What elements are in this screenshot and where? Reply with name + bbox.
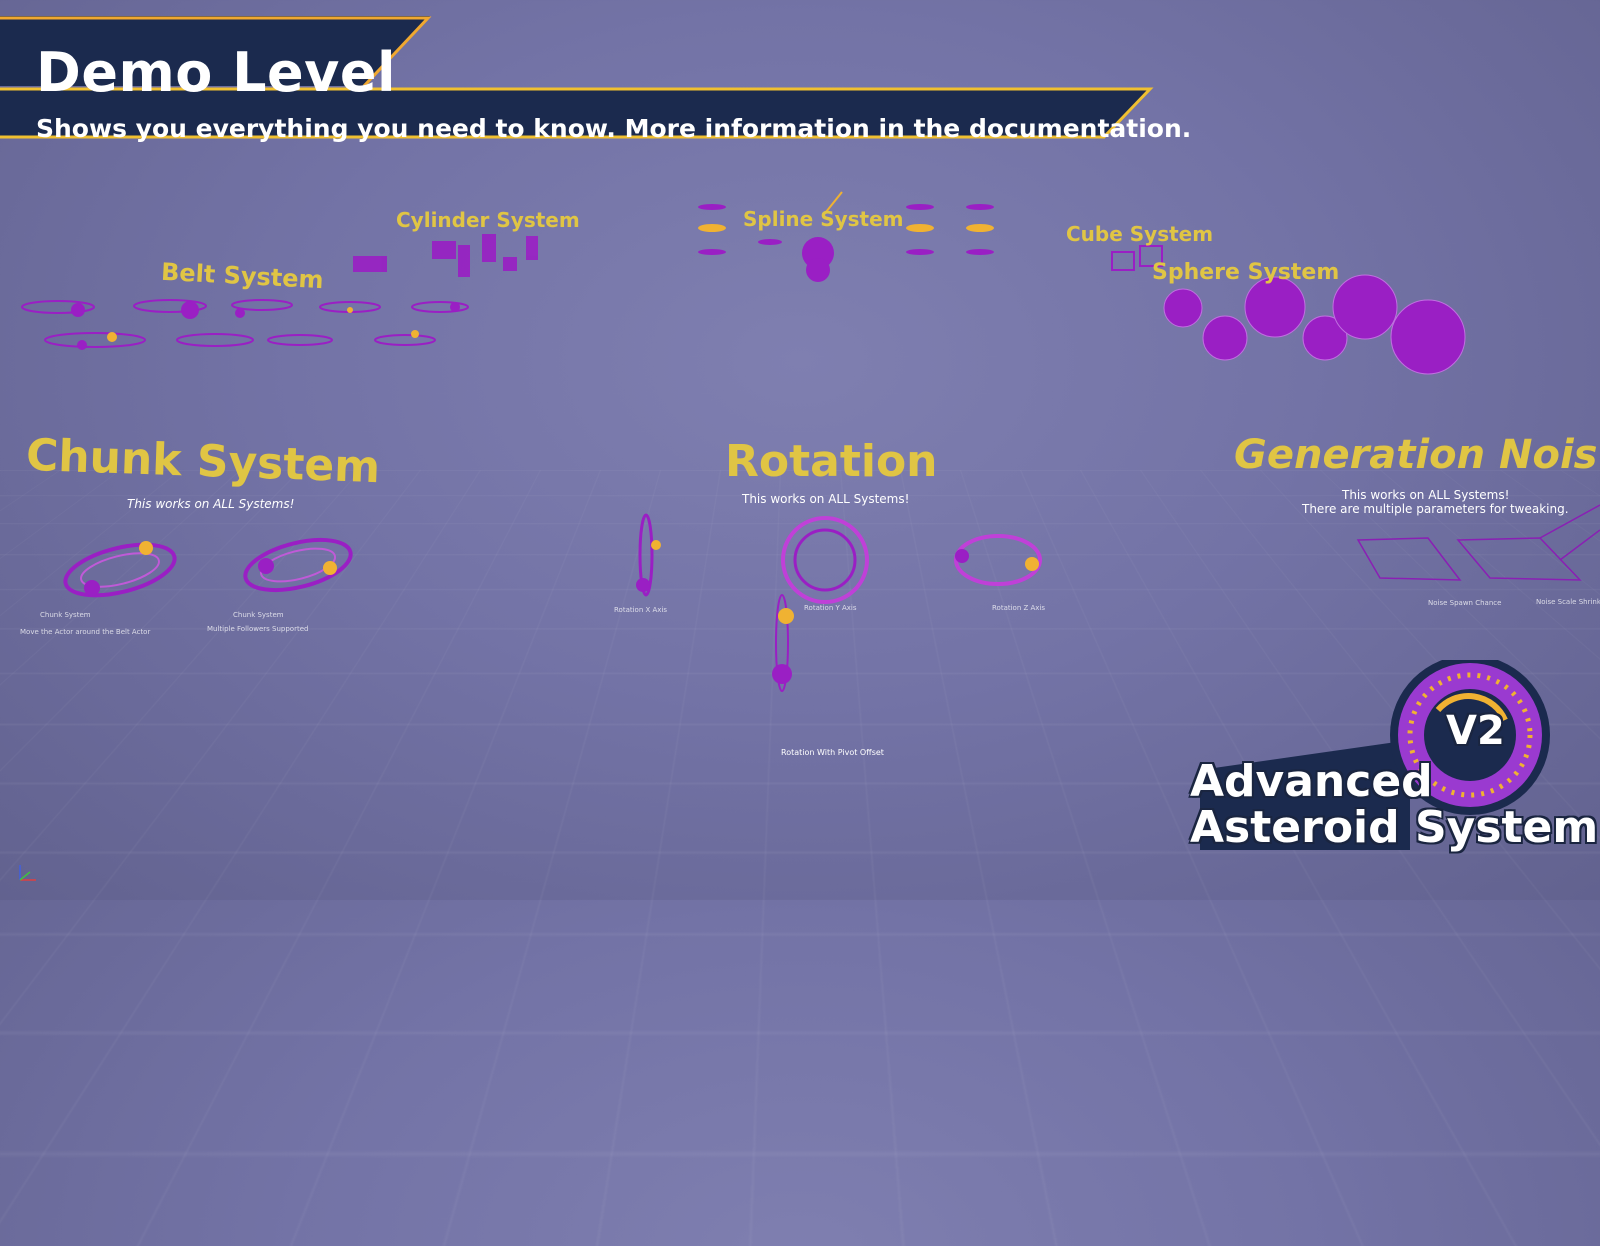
rotation-caption-z: Rotation Z Axis (992, 604, 1045, 612)
rotation-objects (636, 515, 1040, 691)
product-logo: V2 Advanced Asteroid System (1180, 660, 1600, 900)
chunk-caption-3: Move the Actor around the Belt Actor (20, 628, 150, 636)
sphere-system-label: Sphere System (1152, 260, 1339, 285)
spline-system-label: Spline System (743, 207, 904, 231)
logo-line2: Asteroid System (1190, 802, 1598, 853)
rotation-note: This works on ALL Systems! (742, 492, 909, 506)
axis-gizmo-icon (16, 862, 40, 884)
rotation-heading: Rotation (725, 436, 938, 487)
chunk-caption-4: Multiple Followers Supported (207, 625, 308, 633)
noise-caption-1: Noise Spawn Chance (1428, 599, 1501, 607)
rotation-caption-x: Rotation X Axis (614, 606, 667, 614)
rotation-caption-pivot: Rotation With Pivot Offset (781, 748, 884, 757)
noise-note-line2: There are multiple parameters for tweaki… (1302, 502, 1569, 516)
chunk-caption-1: Chunk System (40, 611, 91, 619)
chunk-system-note: This works on ALL Systems! (127, 497, 294, 511)
belt-system-rings (22, 300, 468, 347)
cylinder-system-blocks (353, 234, 538, 277)
noise-note-line1: This works on ALL Systems! (1342, 488, 1509, 502)
version-badge-text: V2 (1446, 708, 1505, 754)
sphere-system-objects (1164, 275, 1465, 374)
chunk-caption-2: Chunk System (233, 611, 284, 619)
chunk-system-rings (60, 531, 355, 605)
belt-system-asteroids (71, 301, 460, 350)
spline-system-objects (698, 192, 994, 282)
noise-heading: Generation Nois (1234, 432, 1597, 478)
logo-line1: Advanced (1190, 756, 1433, 807)
noise-caption-2: Noise Scale Shrinking (1536, 598, 1600, 606)
cube-system-label: Cube System (1066, 222, 1213, 246)
cylinder-system-label: Cylinder System (396, 208, 580, 232)
noise-planes (1358, 505, 1600, 580)
rotation-caption-y: Rotation Y Axis (804, 604, 857, 612)
